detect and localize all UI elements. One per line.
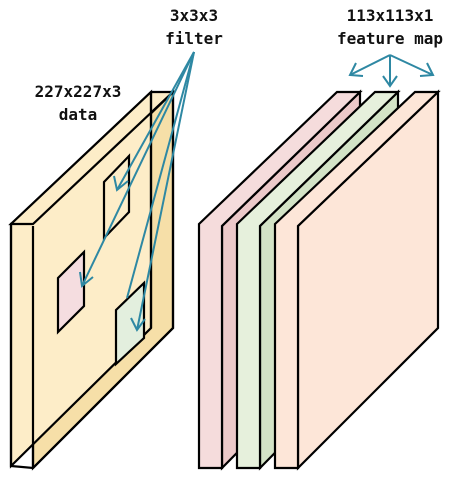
feature-arrow-right	[389, 54, 434, 76]
feature-map-size-label: 113x113x1	[347, 6, 434, 25]
filter-patch-middle	[56, 249, 86, 335]
filter-arrow-to-bottom-patch-b	[136, 51, 195, 331]
filter-arrow-to-top-patch	[116, 51, 195, 191]
filter-arrow-to-middle-patch	[81, 51, 195, 287]
feature-map-label: feature map	[337, 29, 443, 48]
filter-arrows	[79, 51, 195, 332]
feature-map-2-front	[235, 90, 401, 470]
data-label: data	[59, 105, 98, 124]
filter-size-label: 3x3x3	[170, 6, 218, 25]
filter-patch-bottom	[114, 280, 146, 367]
data-size-label: 227x227x3	[35, 82, 122, 101]
filter-arrow-to-bottom-patch-a	[126, 51, 195, 299]
feature-map-stack	[197, 89, 441, 471]
feature-map-3-front	[273, 90, 441, 470]
filter-patch-top	[102, 153, 131, 241]
feature-map-1-front	[197, 90, 363, 470]
feature-map-arrows	[348, 54, 435, 88]
feature-arrow-left	[349, 54, 391, 76]
filter-label: filter	[165, 29, 223, 48]
